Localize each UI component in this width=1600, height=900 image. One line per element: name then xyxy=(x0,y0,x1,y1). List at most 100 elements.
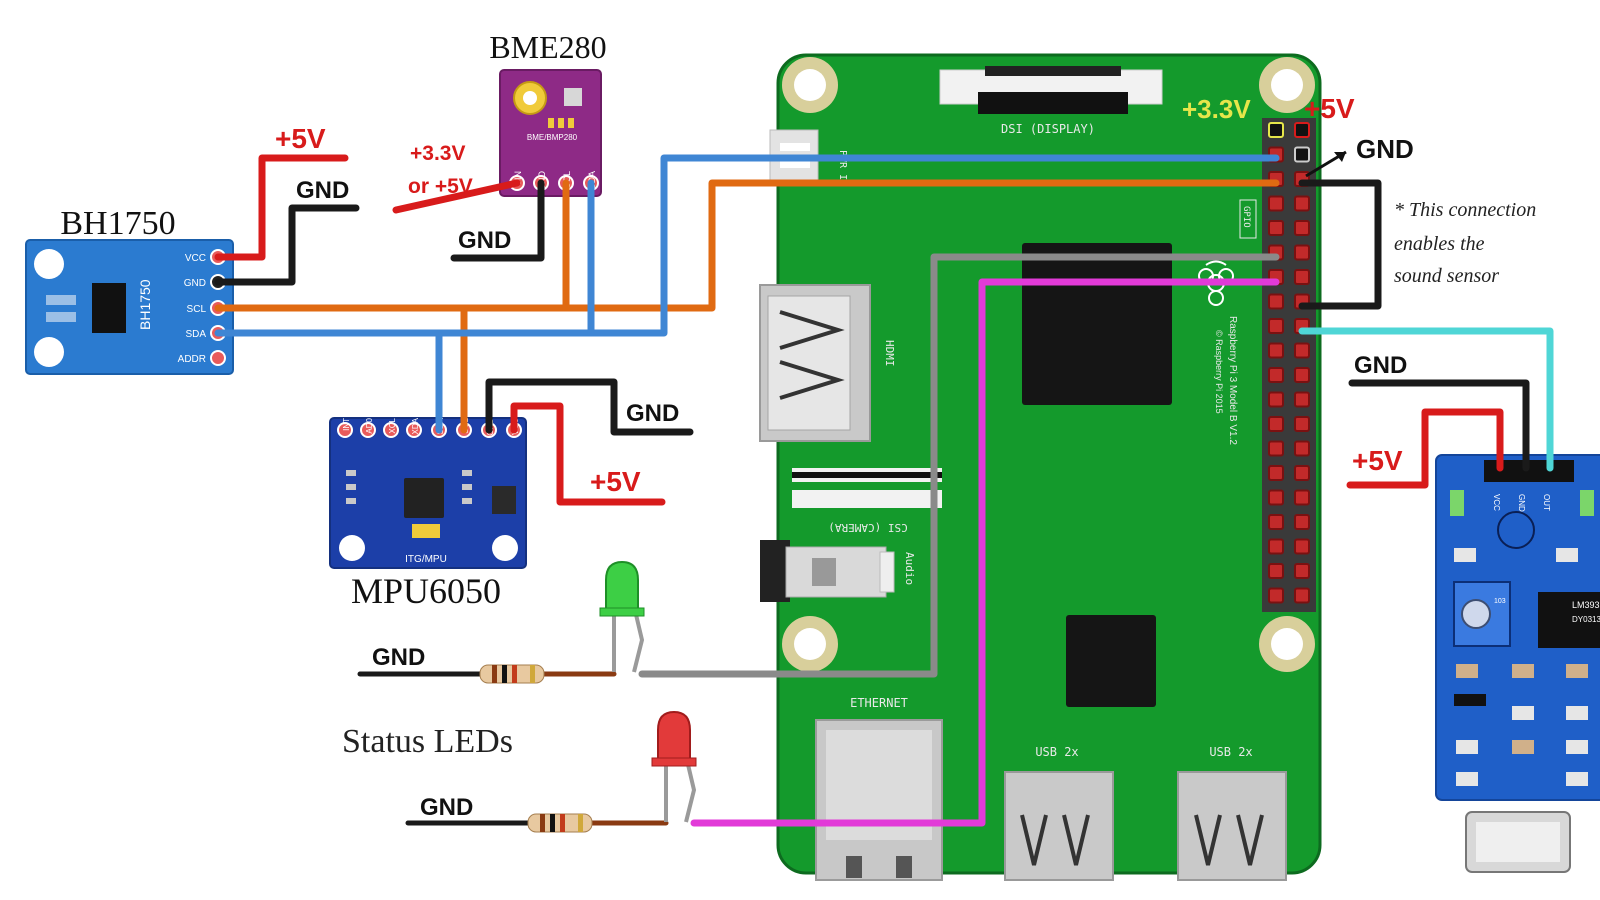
mpu6050-pin xyxy=(337,422,353,438)
resistor-1 xyxy=(479,664,545,684)
gpio-pin xyxy=(1294,342,1310,359)
sound-pin-out-label: OUT xyxy=(1542,494,1551,511)
usb-label-1: USB 2x xyxy=(1035,745,1078,759)
sound-out-wire xyxy=(1298,327,1554,472)
bh1750-pin xyxy=(210,350,226,366)
pi-3v3-label: +3.3V xyxy=(1182,94,1251,124)
bme280-chip-text: BME/BMP280 xyxy=(527,133,578,142)
note-line-3: sound sensor xyxy=(1394,265,1499,287)
dsi-connector xyxy=(939,66,1163,114)
bh1750-gnd-label: GND xyxy=(296,177,349,204)
gpio-pin xyxy=(1268,220,1284,236)
green-led xyxy=(599,560,645,673)
bh1750-pin-label: SCL xyxy=(187,304,207,315)
bme280-title: BME280 xyxy=(489,29,606,65)
mpu6050-vcc-wire xyxy=(510,402,666,506)
gpio-label-box xyxy=(1239,199,1257,239)
gpio-pin xyxy=(1268,465,1284,481)
gpio-pin xyxy=(1294,416,1310,432)
pwr-label: PWR IN xyxy=(837,150,848,186)
mpu6050-pin-label: AD0 xyxy=(365,417,374,433)
potentiometer-text: 103 xyxy=(1494,598,1506,605)
mpu6050-pin xyxy=(360,422,376,438)
bh1750-pin-label: SDA xyxy=(185,329,206,340)
gpio-pin xyxy=(1294,195,1310,212)
gpio-pin xyxy=(1294,220,1310,236)
gnd-arrowhead-icon xyxy=(1334,152,1346,162)
mpu6050-pin-label: INT xyxy=(342,418,351,431)
gpio-pin xyxy=(1294,269,1310,285)
gpio-label: GPIO xyxy=(1241,206,1251,228)
wires xyxy=(214,150,1554,827)
bh1750-title: BH1750 xyxy=(60,205,175,242)
bh1750-pin-label: GND xyxy=(184,278,206,289)
resistor-2 xyxy=(527,813,593,833)
bme280-pin-label: VIN xyxy=(513,171,523,186)
sound-chip-text-1: LM393 xyxy=(1572,600,1600,610)
usb-port-1 xyxy=(1004,771,1114,881)
audio-label: Audio xyxy=(903,552,916,585)
gpio-header xyxy=(1262,118,1316,612)
gpio-pin xyxy=(1268,318,1284,334)
gpio-pin xyxy=(1294,465,1310,481)
pi-5v-label: +5V xyxy=(1304,93,1355,124)
gpio-pin xyxy=(1268,538,1284,555)
bh1750-pin-label: VCC xyxy=(185,253,206,264)
gpio-pin xyxy=(1294,367,1310,383)
gpio-pin xyxy=(1268,195,1284,212)
bh1750-gnd-wire xyxy=(214,204,360,286)
bh1750-5v-label: +5V xyxy=(275,123,326,154)
hdmi-label: HDMI xyxy=(883,340,896,367)
mounting-hole-icon xyxy=(1259,57,1315,113)
audio-jack xyxy=(760,540,895,602)
gpio-pin xyxy=(1294,122,1310,138)
mounting-hole-icon xyxy=(782,616,838,672)
mpu6050-chip-text: ITG/MPU xyxy=(405,554,447,565)
gpio-pin xyxy=(1268,563,1284,579)
mpu6050-gnd-wire xyxy=(485,378,694,436)
note-line-1: * This connection xyxy=(1394,199,1536,221)
mpu6050-pin xyxy=(383,422,399,438)
sound-pin-vcc-label: VCC xyxy=(1492,494,1501,511)
ethernet-label: ETHERNET xyxy=(850,696,908,710)
green-led-gpio-wire xyxy=(638,253,1280,678)
bh1750-pin-label: ADDR xyxy=(178,354,206,365)
gpio-pin xyxy=(1268,416,1284,432)
gpio-pin xyxy=(1268,342,1284,359)
ethernet-port xyxy=(815,719,943,881)
gpio-pin xyxy=(1294,587,1310,604)
csi-connector xyxy=(792,468,942,508)
gpio-pin xyxy=(1294,489,1310,506)
microphone-icon xyxy=(1465,811,1571,873)
sound-sensor-module: VCC GND OUT 103 LM393 DY0313 xyxy=(1435,454,1600,873)
mpu6050-pin xyxy=(406,422,422,438)
bme-gnd-label: GND xyxy=(458,227,511,254)
bme-supply-label-2: or +5V xyxy=(408,175,473,198)
gpio-pin xyxy=(1268,489,1284,506)
led-gnd-label-2: GND xyxy=(420,794,473,821)
gpio-pin xyxy=(1294,391,1310,408)
status-leds-label: Status LEDs xyxy=(342,723,513,760)
bme280-gnd-wire xyxy=(450,179,545,262)
bme280-vin-wire xyxy=(392,179,521,214)
gpio-pin xyxy=(1268,122,1284,138)
led-gnd-label-1: GND xyxy=(372,644,425,671)
note-line-2: enables the xyxy=(1394,233,1485,255)
pi-gnd-label: GND xyxy=(1356,134,1414,164)
ram-chip xyxy=(1066,615,1156,707)
gpio-pin xyxy=(1294,563,1310,579)
sound-5v-label: +5V xyxy=(1352,445,1403,476)
red-led-gpio-wire xyxy=(690,278,1280,827)
mpu-gnd-label: GND xyxy=(626,400,679,427)
gpio-pin xyxy=(1294,538,1310,555)
raspberry-pi-board: DSI (DISPLAY) PWR IN HDMI CSI (CAMERA) xyxy=(759,53,1322,881)
mpu6050-pin-label: XDA xyxy=(411,417,420,434)
hdmi-port xyxy=(759,284,871,442)
dsi-label: DSI (DISPLAY) xyxy=(1001,122,1095,136)
soc-chip xyxy=(1022,243,1172,405)
mounting-hole-icon xyxy=(782,57,838,113)
usb-port-2 xyxy=(1177,771,1287,881)
